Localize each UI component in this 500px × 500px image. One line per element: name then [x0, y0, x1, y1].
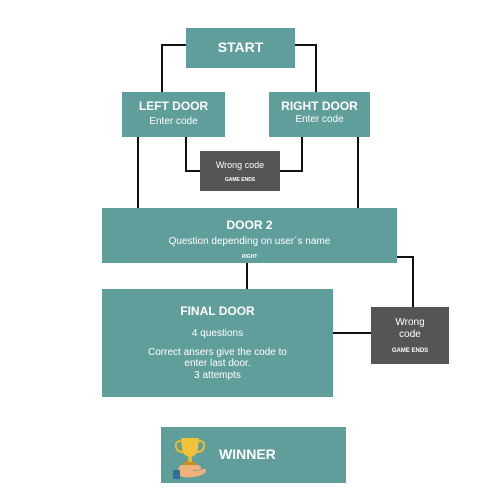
final-door-line4: 3 attempts — [194, 370, 241, 381]
trophy-hand-icon — [171, 431, 211, 479]
wrong-code-2-box: Wrong code GAME ENDS — [371, 307, 449, 364]
wrong-code-2-title-line1: Wrong — [395, 317, 425, 328]
connector-right-wrong — [280, 137, 303, 172]
right-door-title: RIGHT DOOR — [281, 99, 358, 113]
final-door-box: FINAL DOOR 4 questions Correct ansers gi… — [102, 289, 333, 397]
connector-door2-wrong2 — [397, 256, 414, 307]
wrong-code-title: Wrong code — [215, 160, 265, 170]
wrong-code-box: Wrong code GAME ENDS — [200, 151, 280, 191]
left-door-subtitle: Enter code — [149, 116, 198, 127]
final-door-line2: Correct ansers give the code to — [148, 347, 287, 358]
final-door-title: FINAL DOOR — [180, 304, 255, 318]
connector-left-wrong — [185, 137, 200, 172]
door2-box: DOOR 2 Question depending on user´s name… — [102, 208, 397, 263]
connector-start-right — [295, 44, 317, 92]
start-label: START — [217, 39, 264, 55]
door2-right-tag: RIGHT — [241, 254, 258, 260]
door2-subtitle: Question depending on user´s name — [168, 236, 331, 247]
connector-start-left — [161, 44, 186, 92]
door2-title: DOOR 2 — [226, 218, 273, 232]
game-ends-label-2: GAME ENDS — [391, 348, 429, 354]
winner-label: WINNER — [219, 446, 276, 462]
left-door-box: LEFT DOOR Enter code — [122, 92, 225, 137]
final-door-line1: 4 questions — [191, 328, 244, 339]
game-ends-label: GAME ENDS — [224, 177, 256, 183]
wrong-code-2-title-line2: code — [399, 329, 421, 340]
right-door-subtitle: Enter code — [295, 114, 344, 125]
right-door-box: RIGHT DOOR Enter code — [269, 92, 370, 137]
winner-box: WINNER — [161, 427, 346, 483]
left-door-title: LEFT DOOR — [138, 99, 209, 113]
start-box: START — [186, 28, 295, 68]
final-door-line3: enter last door. — [184, 358, 251, 369]
